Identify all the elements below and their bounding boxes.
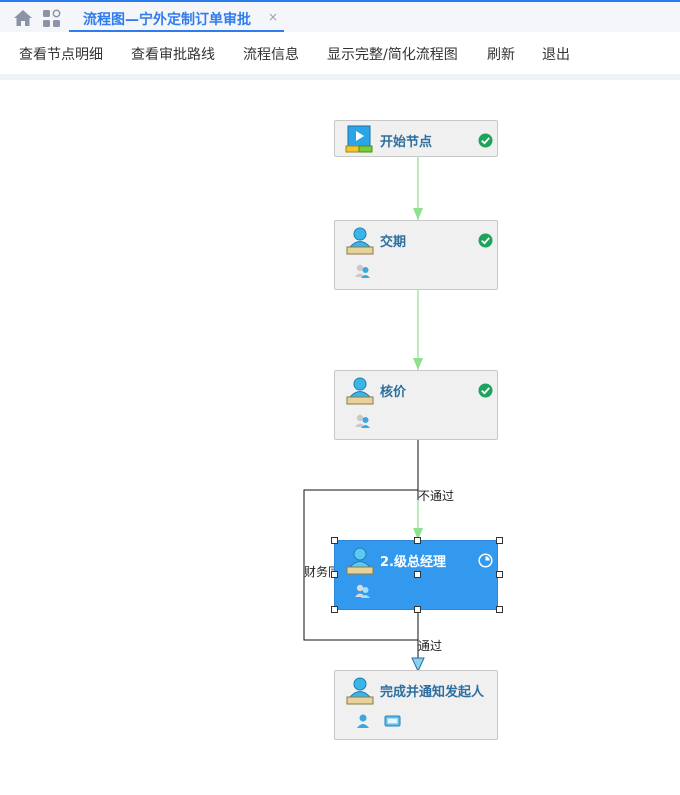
user-desk-icon	[346, 677, 374, 705]
apps-icon[interactable]	[42, 9, 61, 28]
node-title: 开始节点	[380, 135, 433, 150]
view-node-details-button[interactable]: 查看节点明细	[19, 47, 103, 63]
toolbar: 查看节点明细 查看审批路线 流程信息 显示完整/简化流程图 刷新 退出	[0, 32, 680, 74]
refresh-button[interactable]: 刷新	[487, 47, 515, 63]
resize-handle[interactable]	[331, 606, 338, 613]
view-approval-route-button[interactable]: 查看审批路线	[131, 47, 215, 63]
home-icon[interactable]	[13, 9, 33, 27]
tab-bar: 流程图—宁外定制订单审批 ×	[0, 2, 680, 32]
edge-label-pass: 通过	[418, 639, 443, 653]
node-title: 交期	[380, 235, 407, 250]
resize-handle[interactable]	[414, 537, 421, 544]
resize-handle[interactable]	[414, 571, 421, 578]
user-icon[interactable]	[354, 713, 372, 729]
toolbar-divider	[0, 74, 680, 80]
toggle-full-simple-flow-button[interactable]: 显示完整/简化流程图	[327, 47, 458, 63]
flow-node-pricing[interactable]: 核价	[334, 370, 498, 440]
resize-handle[interactable]	[496, 571, 503, 578]
resize-handle[interactable]	[496, 537, 503, 544]
users-icon[interactable]	[354, 413, 372, 429]
users-icon[interactable]	[354, 583, 372, 599]
top-accent-line	[0, 0, 680, 2]
tab-title: 流程图—宁外定制订单审批	[83, 12, 251, 28]
node-title: 完成并通知发起人	[380, 685, 485, 700]
check-circle-icon	[478, 133, 493, 148]
user-desk-icon	[346, 377, 374, 405]
resize-handle[interactable]	[414, 606, 421, 613]
flow-info-button[interactable]: 流程信息	[243, 47, 299, 63]
flow-node-deadline[interactable]: 交期	[334, 220, 498, 290]
tab-active-indicator	[69, 30, 284, 32]
close-icon[interactable]: ×	[268, 10, 279, 24]
resize-handle[interactable]	[496, 606, 503, 613]
message-icon[interactable]	[384, 713, 402, 729]
user-desk-icon	[346, 227, 374, 255]
exit-button[interactable]: 退出	[542, 47, 570, 63]
users-icon[interactable]	[354, 263, 372, 279]
play-media-icon	[345, 125, 373, 153]
user-desk-icon	[346, 547, 374, 575]
resize-handle[interactable]	[331, 537, 338, 544]
tab-flowchart[interactable]: 流程图—宁外定制订单审批 ×	[69, 4, 284, 32]
clock-pending-icon	[478, 553, 493, 568]
resize-handle[interactable]	[331, 571, 338, 578]
flow-node-finish-notify[interactable]: 完成并通知发起人	[334, 670, 498, 740]
flow-node-start[interactable]: 开始节点	[334, 120, 498, 157]
check-circle-icon	[478, 383, 493, 398]
node-title: 2.级总经理	[380, 555, 446, 570]
check-circle-icon	[478, 233, 493, 248]
node-title: 核价	[380, 385, 407, 400]
edge-label-reject: 不通过	[418, 489, 455, 503]
